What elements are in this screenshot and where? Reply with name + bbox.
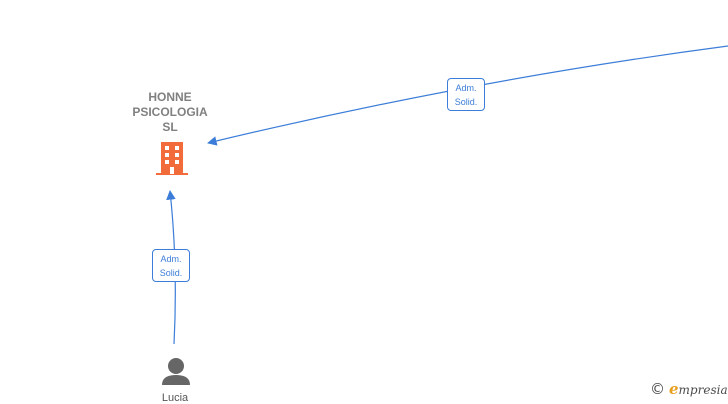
company-name-line: PSICOLOGIA xyxy=(132,105,208,119)
person-icon[interactable] xyxy=(162,358,190,385)
brand-initial: e xyxy=(669,380,679,398)
edge-label-line: Adm. xyxy=(455,83,477,93)
brand-rest: mpresia xyxy=(678,383,728,397)
edge-label-line: Adm. xyxy=(160,254,182,264)
company-name-line: HONNE xyxy=(148,90,192,104)
edge-label-right-to-company[interactable]: Adm. Solid. xyxy=(447,78,485,111)
company-name[interactable]: HONNE PSICOLOGIA SL xyxy=(120,90,220,135)
person-name[interactable]: Lucia xyxy=(161,392,189,404)
empresia-watermark: ©empresia xyxy=(650,380,728,398)
copyright-icon: © xyxy=(650,380,665,398)
edge-label-line: Solid. xyxy=(159,268,183,278)
company-name-line: SL xyxy=(162,120,178,134)
edge-label-line: Solid. xyxy=(454,97,478,107)
building-icon[interactable] xyxy=(156,142,188,175)
edge-label-person-to-company[interactable]: Adm. Solid. xyxy=(152,249,190,282)
